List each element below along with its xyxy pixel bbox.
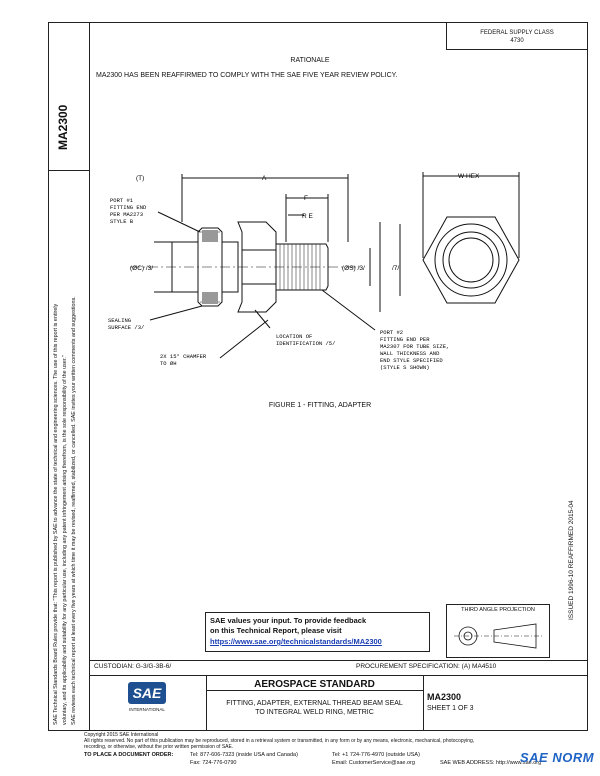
title-block-divider-1 [206, 675, 207, 731]
issued-reaffirmed-text: ISSUED 1996-10 REAFFIRMED 2015-04 [568, 500, 575, 620]
feedback-box [205, 612, 430, 652]
third-angle-box [446, 604, 550, 658]
figure-caption: FIGURE 1 - FITTING, ADAPTER [268, 402, 372, 409]
rationale-text: MA2300 HAS BEEN REAFFIRMED TO COMPLY WIT… [96, 72, 398, 79]
title-heading: AEROSPACE STANDARD [254, 679, 375, 690]
label-port2-line1: PORT #2 [380, 329, 403, 336]
sae-norm-watermark: SAE NORM [520, 750, 595, 765]
sae-logo: SAE [128, 682, 166, 704]
title-doc-number: MA2300 [427, 692, 462, 702]
label-port2-line6: (STYLE S SHOWN) [380, 364, 430, 371]
custodian-text: CUSTODIAN: G-3/G-3B-6/ [94, 663, 172, 670]
footer-rights-1: All rights reserved. No part of this pub… [84, 738, 475, 744]
procurement-text: PROCUREMENT SPECIFICATION: (A) MA4510 [356, 663, 497, 670]
label-location-line1: LOCATION OF [276, 333, 312, 340]
label-ds: (ØS) /3/ [342, 265, 365, 272]
third-angle-label: THIRD ANGLE PROJECTION [461, 607, 535, 613]
footer-rights-2: recording, or otherwise, without the pri… [84, 744, 234, 750]
label-port1-line2: FITTING END [110, 204, 147, 211]
footer-tel-outside: Tel: +1 724-776-4970 (outside USA) [332, 752, 420, 758]
footer-email[interactable]: Email: CustomerService@sae.org [332, 760, 415, 766]
feedback-line-1: SAE values your input. To provide feedba… [210, 616, 367, 625]
label-a: A [262, 175, 267, 182]
title-block-divider-2 [423, 675, 424, 731]
third-angle-symbol [454, 623, 544, 649]
footer-order: TO PLACE A DOCUMENT ORDER: [84, 752, 174, 758]
label-chamfer-line2: TO ØH [160, 360, 177, 367]
label-chamfer-line1: 2X 15° CHAMFER [160, 353, 207, 360]
side-doc-number: MA2300 [56, 104, 70, 150]
label-dc: (ØC) /3/ [130, 265, 153, 272]
header-box-line-2: 4730 [510, 38, 524, 44]
label-w-hex: W HEX [458, 173, 480, 180]
label-t: (T) [136, 175, 144, 182]
label-re: R E [302, 213, 314, 220]
left-margin-column [48, 22, 90, 731]
label-f: F [304, 195, 308, 202]
label-port1-line1: PORT #1 [110, 197, 134, 204]
label-sealing-line1: SEALING [108, 317, 131, 324]
footer-tel: Tel: 877-606-7323 (inside USA and Canada… [190, 752, 298, 758]
label-sealing-line2: SURFACE /3/ [108, 324, 144, 331]
label-port2-line2: FITTING END PER [380, 336, 430, 343]
footer-web[interactable]: SAE WEB ADDRESS: http://www.sae.org [440, 760, 542, 766]
fitting-drawing: (T) A F R E W HEX PORT #1 FITTING END PE… [108, 172, 520, 371]
feedback-line-2: on this Technical Report, please visit [210, 626, 342, 635]
label-port1-line4: STYLE B [110, 218, 134, 225]
label-t7: /7/ [392, 265, 399, 272]
sae-logo-sub: INTERNATIONAL [129, 707, 165, 712]
title-subtitle-2: TO INTEGRAL WELD RING, METRIC [255, 709, 374, 716]
side-legal-text-2: voluntary, and its applicability and sui… [62, 355, 68, 725]
label-port2-line3: MA2307 FOR TUBE SIZE, [380, 343, 449, 350]
side-legal-text-1: SAE Technical Standards Board Rules prov… [53, 303, 59, 725]
fitting-end-view [422, 216, 520, 304]
header-box [446, 22, 588, 50]
title-heading-underline [206, 690, 423, 691]
title-subtitle-1: FITTING, ADAPTER, EXTERNAL THREAD BEAM S… [226, 700, 403, 707]
header-box-line-1: FEDERAL SUPPLY CLASS [480, 30, 554, 36]
title-sheet: SHEET 1 OF 3 [427, 705, 474, 712]
label-location-line2: IDENTIFICATION /5/ [276, 340, 335, 347]
sae-logo-text: SAE [132, 685, 162, 701]
custodian-row-top [90, 660, 588, 661]
label-port1-line3: PER MA2273 [110, 211, 143, 218]
title-block-top [90, 675, 588, 676]
label-port2-line4: WALL THICKNESS AND [380, 350, 440, 357]
left-number-divider [48, 170, 90, 171]
rationale-heading: RATIONALE [290, 57, 330, 64]
side-legal-text-3: SAE reviews each technical report at lea… [71, 296, 77, 725]
feedback-link[interactable]: https://www.sae.org/technicalstandards/M… [210, 637, 382, 646]
footer-copyright: Copyright 2015 SAE International [84, 732, 159, 738]
label-port2-line5: END STYLE SPECIFIED [380, 357, 443, 364]
footer-fax: Fax: 724-776-0790 [190, 760, 237, 766]
